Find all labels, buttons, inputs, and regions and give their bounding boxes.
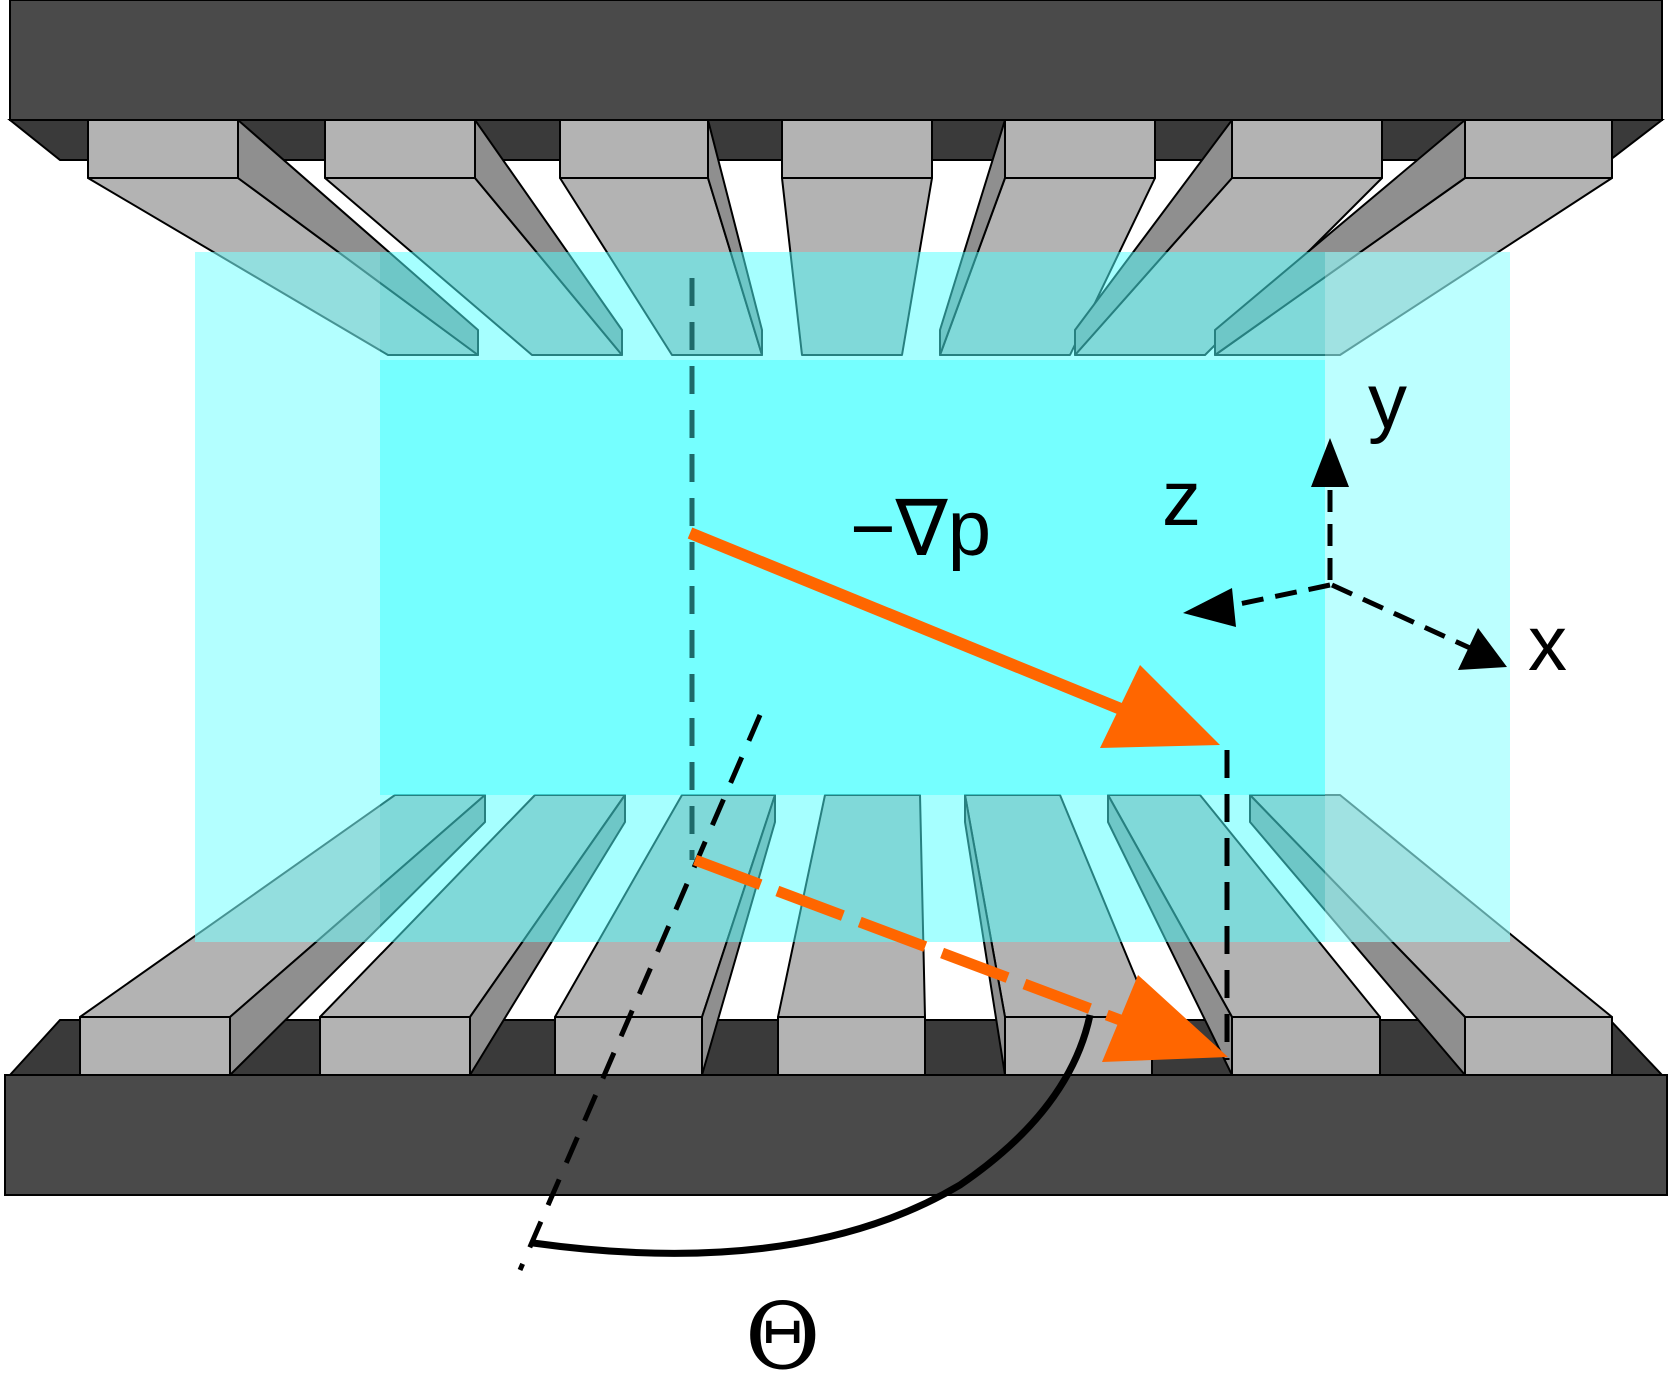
y-axis-arrowhead: [1311, 438, 1349, 487]
axis-y-label: y: [1368, 357, 1407, 445]
theta-label: Θ: [745, 1283, 820, 1379]
coordinate-axes: [1183, 438, 1507, 670]
axis-z-label: z: [1162, 454, 1201, 542]
x-axis-line: [1330, 582, 1472, 651]
z-axis-line: [1224, 582, 1331, 610]
ridge-direction-dashed-line: [517, 714, 763, 1271]
z-axis-arrowhead: [1183, 588, 1236, 627]
theta-angle-arc: [532, 1014, 1094, 1257]
guide-lines: [517, 278, 1230, 1271]
projected-flow-arrow: [693, 854, 1228, 1062]
x-axis-arrowhead: [1458, 628, 1507, 670]
axis-x-label: x: [1528, 599, 1567, 687]
neg-grad-p-label: −∇p: [850, 484, 991, 572]
pressure-gradient-arrow: [687, 527, 1220, 748]
